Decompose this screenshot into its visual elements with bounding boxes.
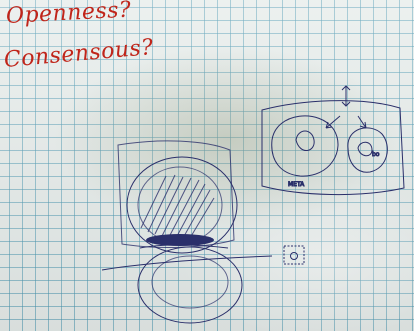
arrow-right [358,116,366,128]
double-arrow [342,86,350,106]
right-frame [262,101,404,195]
small-label: bo [372,151,380,158]
baseline-line [102,256,272,270]
meta-label: META [288,181,305,188]
left-ring-inner [296,131,314,151]
right-diagram: META bo [262,86,404,195]
left-diagram [102,141,272,323]
arrow-left [326,116,340,128]
lower-oval-inner [152,256,228,308]
left-ring [272,116,338,176]
hatching [141,175,214,238]
right-ring-inner [358,142,372,156]
right-ring [348,128,387,172]
small-box [284,246,304,264]
filled-bar [146,234,214,246]
